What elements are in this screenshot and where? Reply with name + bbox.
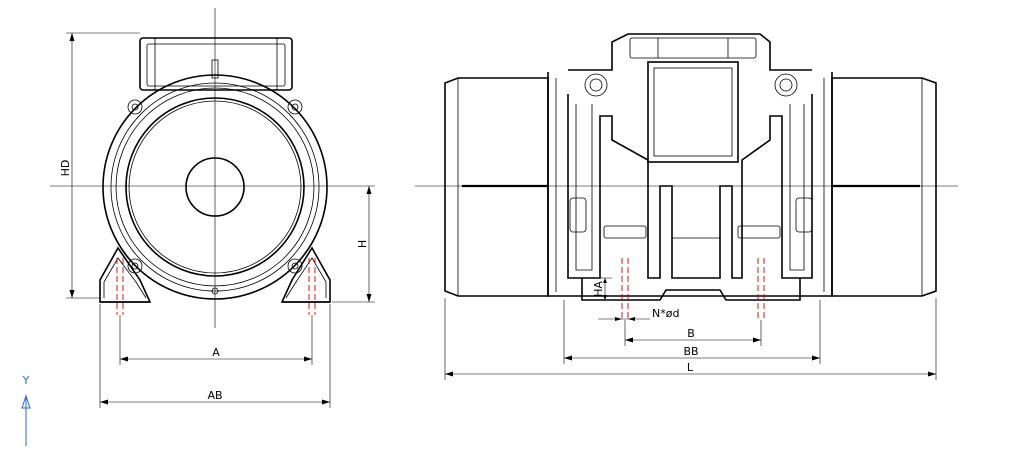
label-b: B	[687, 327, 695, 340]
dimension-b: B	[624, 320, 762, 346]
label-hd: HD	[59, 160, 72, 177]
label-bb: BB	[683, 345, 698, 358]
mounting-feet	[99, 246, 331, 303]
terminal-box	[139, 37, 293, 91]
y-axis-label: Y	[22, 374, 30, 387]
dimension-l: L	[444, 298, 937, 380]
cover-bolts	[127, 99, 303, 295]
dimension-nd: N*ød	[598, 307, 679, 321]
label-ha: HA	[592, 281, 605, 297]
motor-body-side	[547, 33, 833, 301]
end-cap-left	[444, 77, 549, 297]
side-hole-centerlines	[621, 258, 765, 320]
label-h: H	[356, 240, 369, 248]
dimension-hd: HD	[59, 32, 140, 299]
dimension-a: A	[119, 315, 313, 365]
front-hole-centerlines	[116, 258, 316, 315]
label-nd: N*ød	[652, 307, 679, 320]
dimension-bb: BB	[563, 300, 821, 364]
label-ab: AB	[207, 389, 222, 402]
dimension-ha: HA	[588, 277, 612, 301]
front-view: HD H A AB	[50, 8, 375, 408]
motor-housing-round	[102, 74, 328, 300]
end-cap-right	[831, 77, 937, 297]
side-view: HA N*ød B BB	[415, 33, 958, 380]
label-a: A	[212, 346, 220, 359]
dimension-h: H	[332, 186, 375, 303]
label-l: L	[687, 361, 694, 374]
y-axis-indicator: Y	[21, 374, 31, 446]
dimension-ab: AB	[99, 304, 331, 408]
